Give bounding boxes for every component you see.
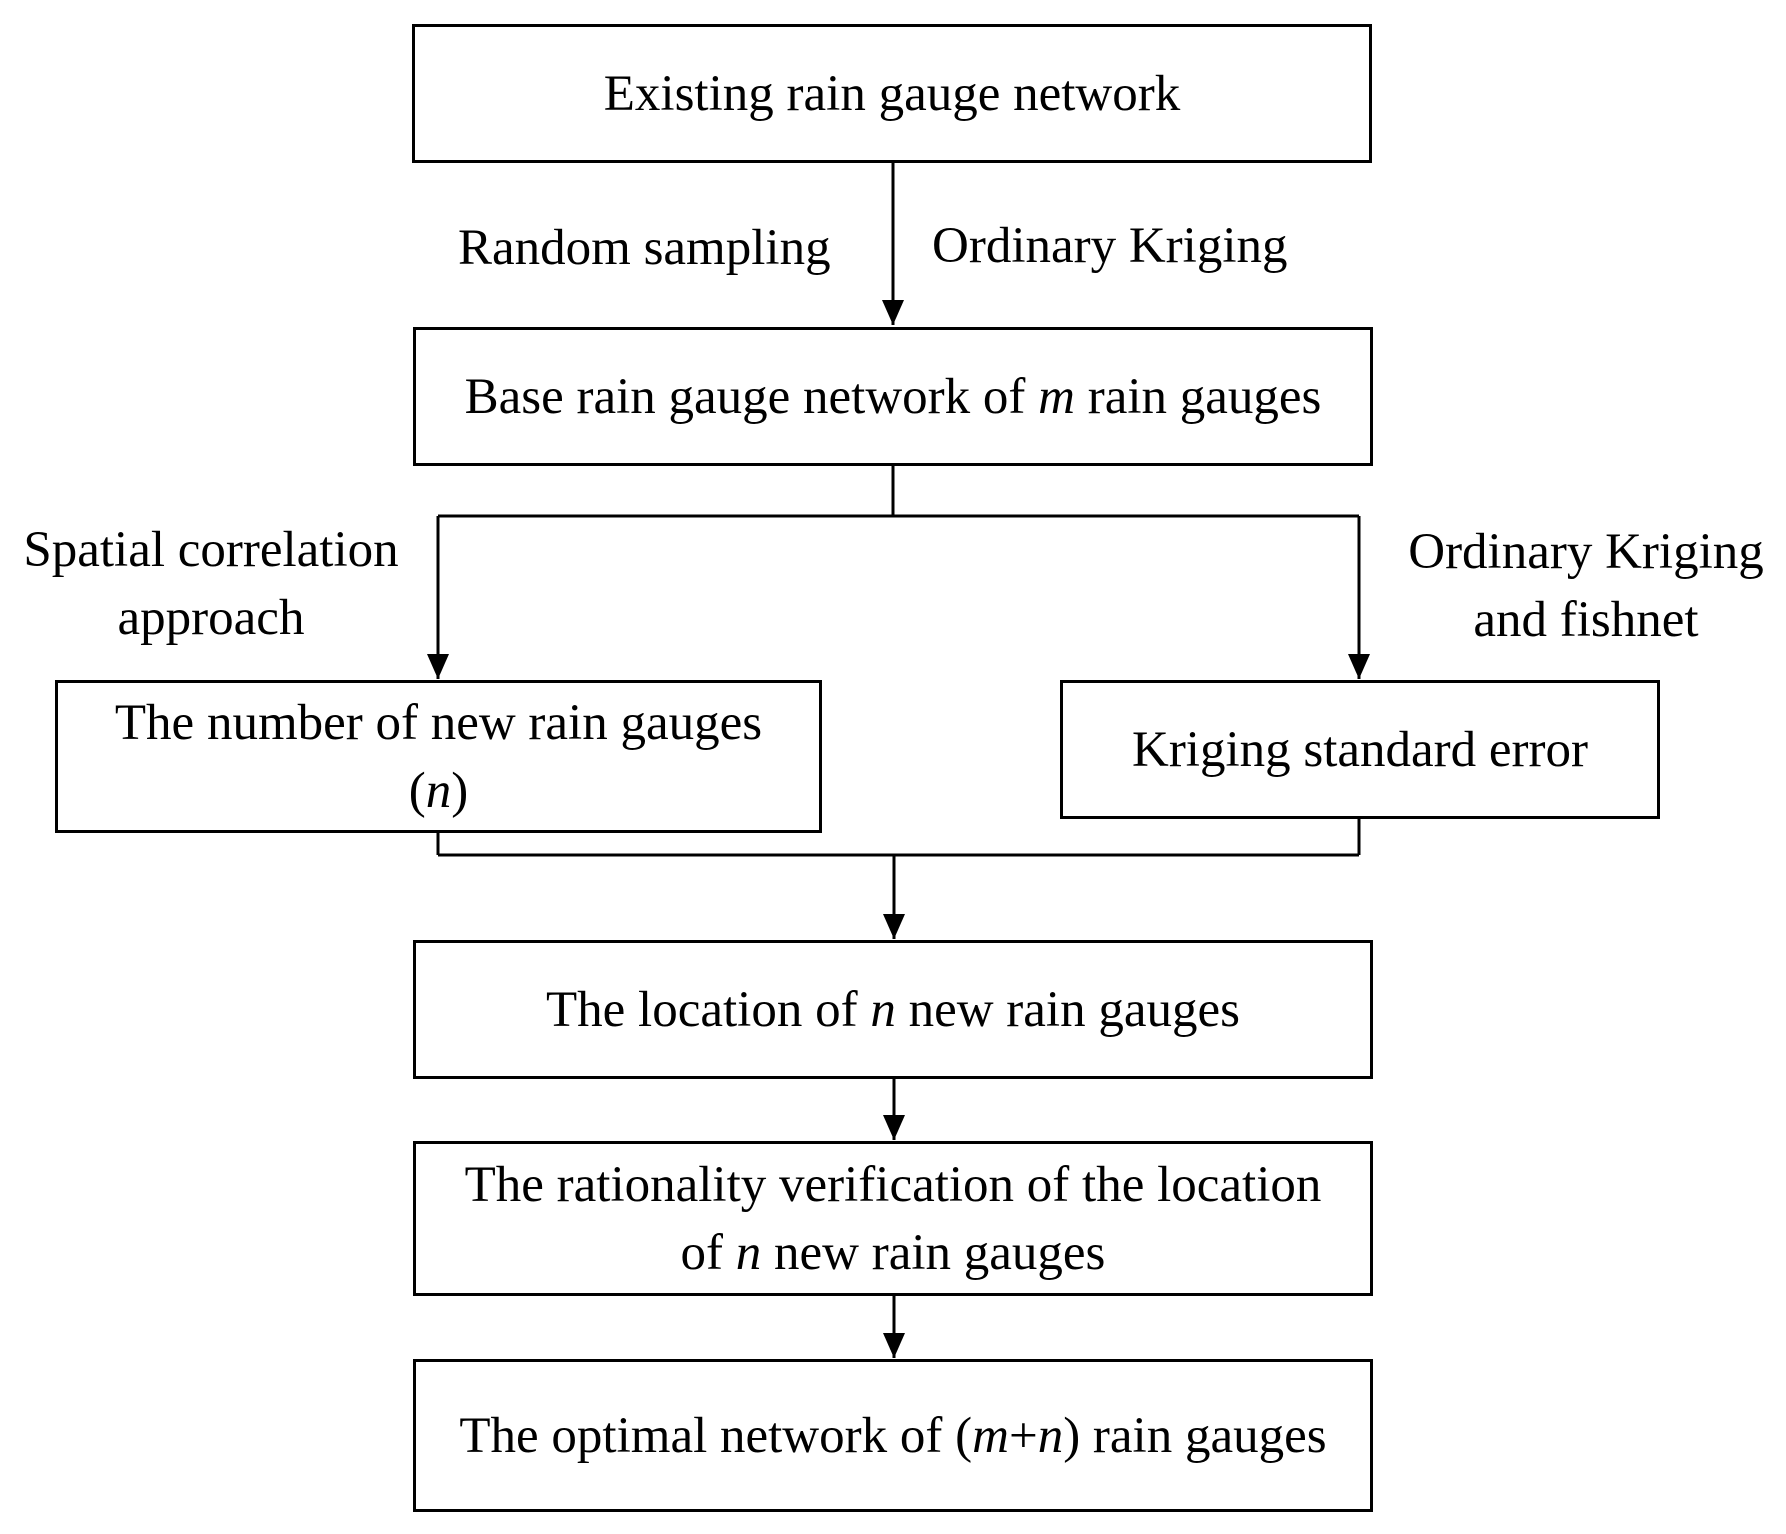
label-ordinary-kriging-fishnet: Ordinary Kriging and fishnet: [1408, 524, 1764, 648]
box-number-new-gauges: The number of new rain gauges (n): [55, 680, 822, 833]
label-ordinary-kriging: Ordinary Kriging: [932, 218, 1288, 274]
box-base-network-text: Base rain gauge network of m rain gauges: [464, 368, 1322, 425]
box-optimal-network-text: The optimal network of (m+n) rain gauges: [459, 1407, 1327, 1464]
arrowhead-kse: [1348, 654, 1370, 679]
box-number-new-gauges-text: The number of new rain gauges (n): [114, 694, 763, 819]
box-rationality-verification: The rationality verification of the loca…: [413, 1141, 1373, 1296]
box-rationality-verification-text: The rationality verification of the loca…: [464, 1156, 1322, 1281]
arrowhead-verify: [883, 1115, 905, 1140]
box-location-new-gauges-text: The location of n new rain gauges: [546, 981, 1240, 1038]
box-kriging-standard-error-text: Kriging standard error: [1131, 721, 1588, 778]
arrowhead-number: [427, 654, 449, 679]
label-random-sampling: Random sampling: [458, 220, 831, 276]
box-kriging-standard-error: Kriging standard error: [1060, 680, 1660, 819]
box-existing-network: Existing rain gauge network: [412, 24, 1372, 163]
label-spatial-correlation: Spatial correlation approach: [23, 522, 399, 646]
box-optimal-network: The optimal network of (m+n) rain gauges: [413, 1359, 1373, 1512]
box-base-network: Base rain gauge network of m rain gauges: [413, 327, 1373, 466]
arrowhead-base: [882, 300, 904, 325]
box-existing-network-text: Existing rain gauge network: [603, 65, 1181, 122]
arrowhead-optimal: [883, 1333, 905, 1358]
arrowhead-location: [883, 914, 905, 939]
box-location-new-gauges: The location of n new rain gauges: [413, 940, 1373, 1079]
